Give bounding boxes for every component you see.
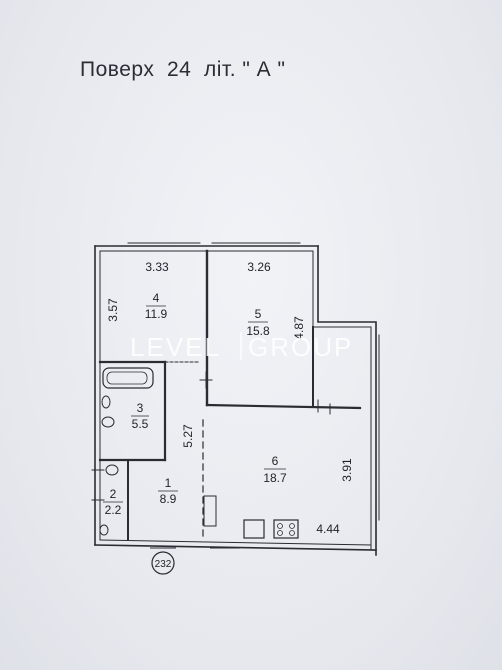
room-4-area: 11.9 [145, 307, 168, 321]
floor-title: Поверх 24 літ. " А " [80, 58, 286, 81]
wall-5-6 [205, 403, 362, 410]
dim-room5-width: 3.26 [247, 260, 271, 274]
room-labels: 4 11.9 5 15.8 3 5.5 6 18.7 1 8.9 2 2.2 [103, 291, 287, 517]
apartment-number-circle [151, 551, 175, 575]
dimension-labels: 3.33 3.57 3.26 4.87 5.27 3.91 4.44 [106, 260, 354, 536]
room-5-area: 15.8 [246, 324, 270, 338]
dim-room4-height: 3.57 [106, 298, 120, 322]
wall-right-inner [312, 250, 372, 551]
sink-wc [99, 524, 109, 536]
fridge [243, 519, 265, 539]
dim-room6-width: 4.44 [316, 522, 340, 536]
watermark: LEVEL GROUP [130, 332, 353, 362]
dim-room6-height: 3.91 [340, 458, 354, 482]
sink [101, 395, 111, 409]
wall-bottom-inner [99, 539, 372, 546]
watermark-left: LEVEL [130, 332, 221, 362]
wall-right [317, 245, 377, 556]
room-1-number: 1 [165, 476, 172, 490]
room-2-number: 2 [110, 487, 117, 501]
apartment-number: 232 [155, 559, 172, 570]
tick-2 [317, 399, 331, 415]
tick-3 [91, 469, 105, 501]
toilet-wc [105, 464, 119, 476]
fixtures [99, 367, 299, 575]
tick-1 [199, 371, 213, 389]
room-1-area: 8.9 [160, 492, 177, 506]
dim-hall-length: 5.27 [181, 424, 195, 448]
dim-room4-width: 3.33 [145, 260, 169, 274]
room-4-number: 4 [153, 291, 160, 305]
walls [91, 242, 380, 556]
room-3-number: 3 [137, 401, 144, 415]
room-6-area: 18.7 [263, 471, 287, 485]
burner-2 [289, 523, 295, 529]
room-6-number: 6 [272, 454, 279, 468]
bathtub-inner [106, 371, 148, 385]
burner-3 [277, 530, 283, 536]
burner-1 [277, 523, 283, 529]
room-3-area: 5.5 [132, 417, 149, 431]
stove [273, 519, 299, 539]
dim-room5-height: 4.87 [292, 316, 306, 340]
toilet-bath [101, 416, 115, 428]
burner-4 [289, 530, 295, 536]
room-2-area: 2.2 [105, 503, 122, 517]
bathtub [102, 367, 154, 389]
wardrobe [203, 495, 217, 527]
room-5-number: 5 [255, 307, 262, 321]
watermark-right: GROUP [248, 332, 353, 362]
